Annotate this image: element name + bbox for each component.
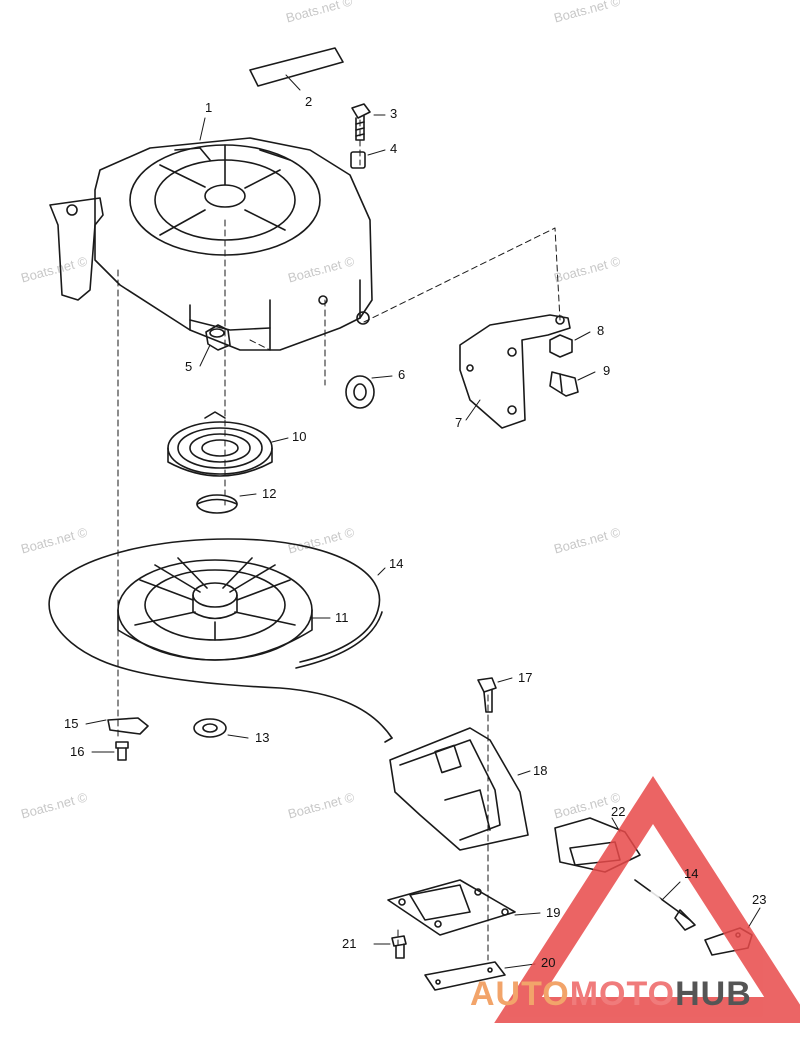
automotohub-logo-triangle (494, 775, 800, 1023)
callout-11: 11 (335, 610, 349, 625)
callout-4: 4 (390, 141, 398, 156)
logo-part-moto: MOTO (569, 975, 676, 1013)
automotohub-logo-text: AUTOMOTOHUB (470, 975, 752, 1014)
callout-7: 7 (455, 415, 463, 430)
callout-22: 22 (611, 804, 626, 819)
callout-1: 1 (205, 100, 213, 115)
callout-8: 8 (597, 323, 605, 338)
part-20-shim (424, 961, 506, 991)
callout-14-rope-end: 14 (684, 866, 699, 881)
logo-part-auto: AUTO (470, 975, 570, 1013)
callout-18: 18 (533, 763, 548, 778)
part-9-screw (549, 371, 579, 397)
assembly-lines (117, 119, 561, 961)
part-14-rope (48, 538, 393, 743)
part-17-screw (477, 677, 497, 713)
part-2-decal (249, 47, 344, 87)
callout-17: 17 (518, 670, 533, 685)
part-6-washer (345, 375, 375, 409)
callout-2: 2 (305, 94, 313, 109)
callout-15: 15 (64, 716, 79, 731)
part-1-starter-housing (49, 137, 373, 351)
callout-21: 21 (342, 936, 357, 951)
callout-3: 3 (390, 106, 398, 121)
part-13-washer (193, 718, 227, 738)
callout-16: 16 (70, 744, 85, 759)
part-3-bolt (351, 103, 371, 141)
part-15-pawl (107, 717, 149, 735)
callout-12: 12 (262, 486, 277, 501)
part-11-pulley (117, 557, 313, 661)
part-10-recoil-spring (167, 411, 273, 477)
callout-13: 13 (255, 730, 270, 745)
callout-6: 6 (398, 367, 406, 382)
leader-lines (85, 74, 761, 969)
callout-10: 10 (292, 429, 307, 444)
callout-20: 20 (541, 955, 556, 970)
part-19-plate (387, 879, 516, 936)
part-5-plug (205, 324, 231, 351)
callout-14: 14 (389, 556, 404, 571)
part-16-screw (115, 741, 129, 761)
part-4-spacer (350, 151, 366, 169)
part-7-bracket (459, 314, 571, 429)
callout-23: 23 (752, 892, 767, 907)
part-8-nut (549, 334, 573, 358)
part-12-cap (196, 494, 238, 514)
logo-part-hub: HUB (675, 975, 752, 1013)
callout-9: 9 (603, 363, 611, 378)
callout-19: 19 (546, 905, 561, 920)
part-18-rope-guide (389, 727, 529, 851)
part-21-screw (391, 935, 407, 959)
callout-5: 5 (185, 359, 193, 374)
